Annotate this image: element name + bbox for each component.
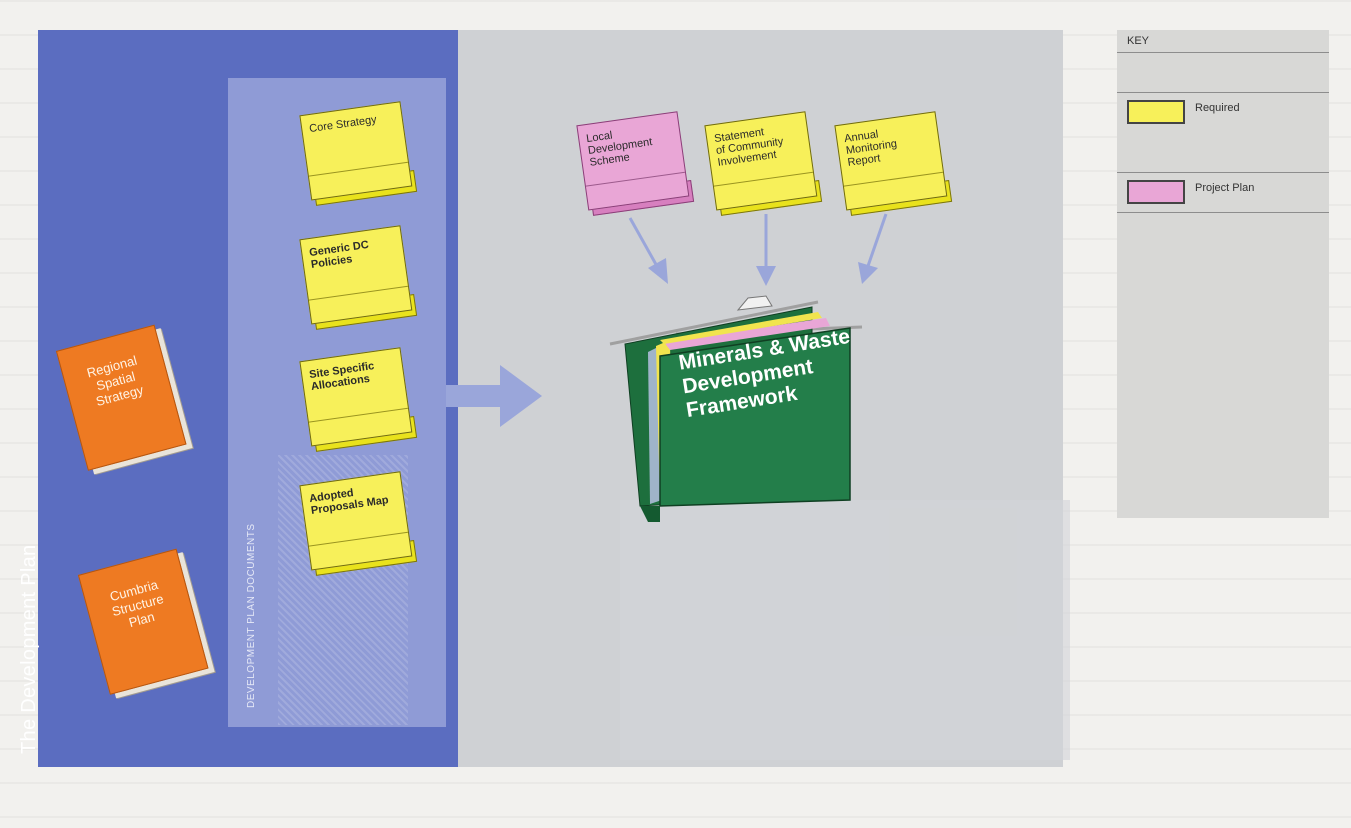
- big-right-arrow: [446, 365, 542, 427]
- key-title: KEY: [1127, 35, 1150, 47]
- hanging-file-icon: [609, 295, 863, 522]
- project-plan-label: Project Plan: [1195, 182, 1255, 194]
- required-swatch: [1127, 100, 1185, 124]
- project-plan-swatch: [1127, 180, 1185, 204]
- required-label: Required: [1195, 102, 1240, 114]
- input-arrows: [628, 213, 888, 286]
